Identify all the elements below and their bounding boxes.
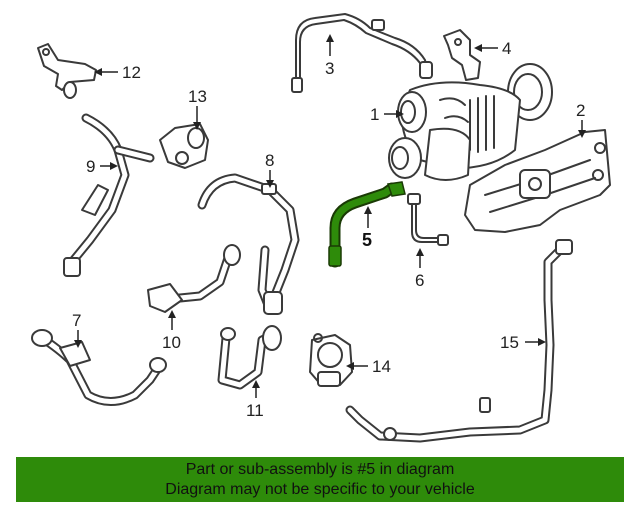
part-14-valve (309, 333, 353, 387)
part-15-hose (345, 239, 573, 443)
part-7-hose (31, 329, 167, 406)
info-banner: Part or sub-assembly is #5 in diagram Di… (16, 457, 624, 502)
part-2-manifold (464, 129, 611, 233)
part-4-bracket (443, 29, 481, 81)
callout-12: 12 (122, 63, 141, 82)
part-13-housing (159, 123, 209, 169)
callout-6: 6 (415, 271, 424, 290)
part-12-hose (37, 43, 97, 99)
callout-9: 9 (86, 157, 95, 176)
callout-1: 1 (370, 105, 379, 124)
part-1-turbocharger (388, 63, 553, 181)
callout-8: 8 (265, 151, 274, 170)
callout-14: 14 (372, 357, 391, 376)
part-9-hose (63, 113, 155, 277)
banner-line-2: Diagram may not be specific to your vehi… (165, 481, 475, 498)
part-6-line (407, 193, 449, 246)
parts-diagram: 12 13 3 4 1 2 5 6 8 9 10 7 11 14 15 (31, 13, 611, 443)
leader-lines (74, 34, 586, 398)
part-8-hose (197, 173, 300, 315)
banner-line-1: Part or sub-assembly is #5 in diagram (185, 461, 455, 478)
callout-10: 10 (162, 333, 181, 352)
callout-13: 13 (188, 87, 207, 106)
callout-5: 5 (362, 230, 372, 250)
part-3-pipe (291, 13, 433, 93)
callout-3: 3 (325, 59, 334, 78)
callout-4: 4 (502, 39, 511, 58)
callout-2: 2 (576, 101, 585, 120)
callout-15: 15 (500, 333, 519, 352)
part-11-pipe (217, 325, 282, 390)
part-5-oil-line-highlighted (328, 181, 406, 268)
callout-7: 7 (72, 311, 81, 330)
part-10-pipe (147, 244, 241, 313)
callout-11: 11 (246, 401, 264, 420)
